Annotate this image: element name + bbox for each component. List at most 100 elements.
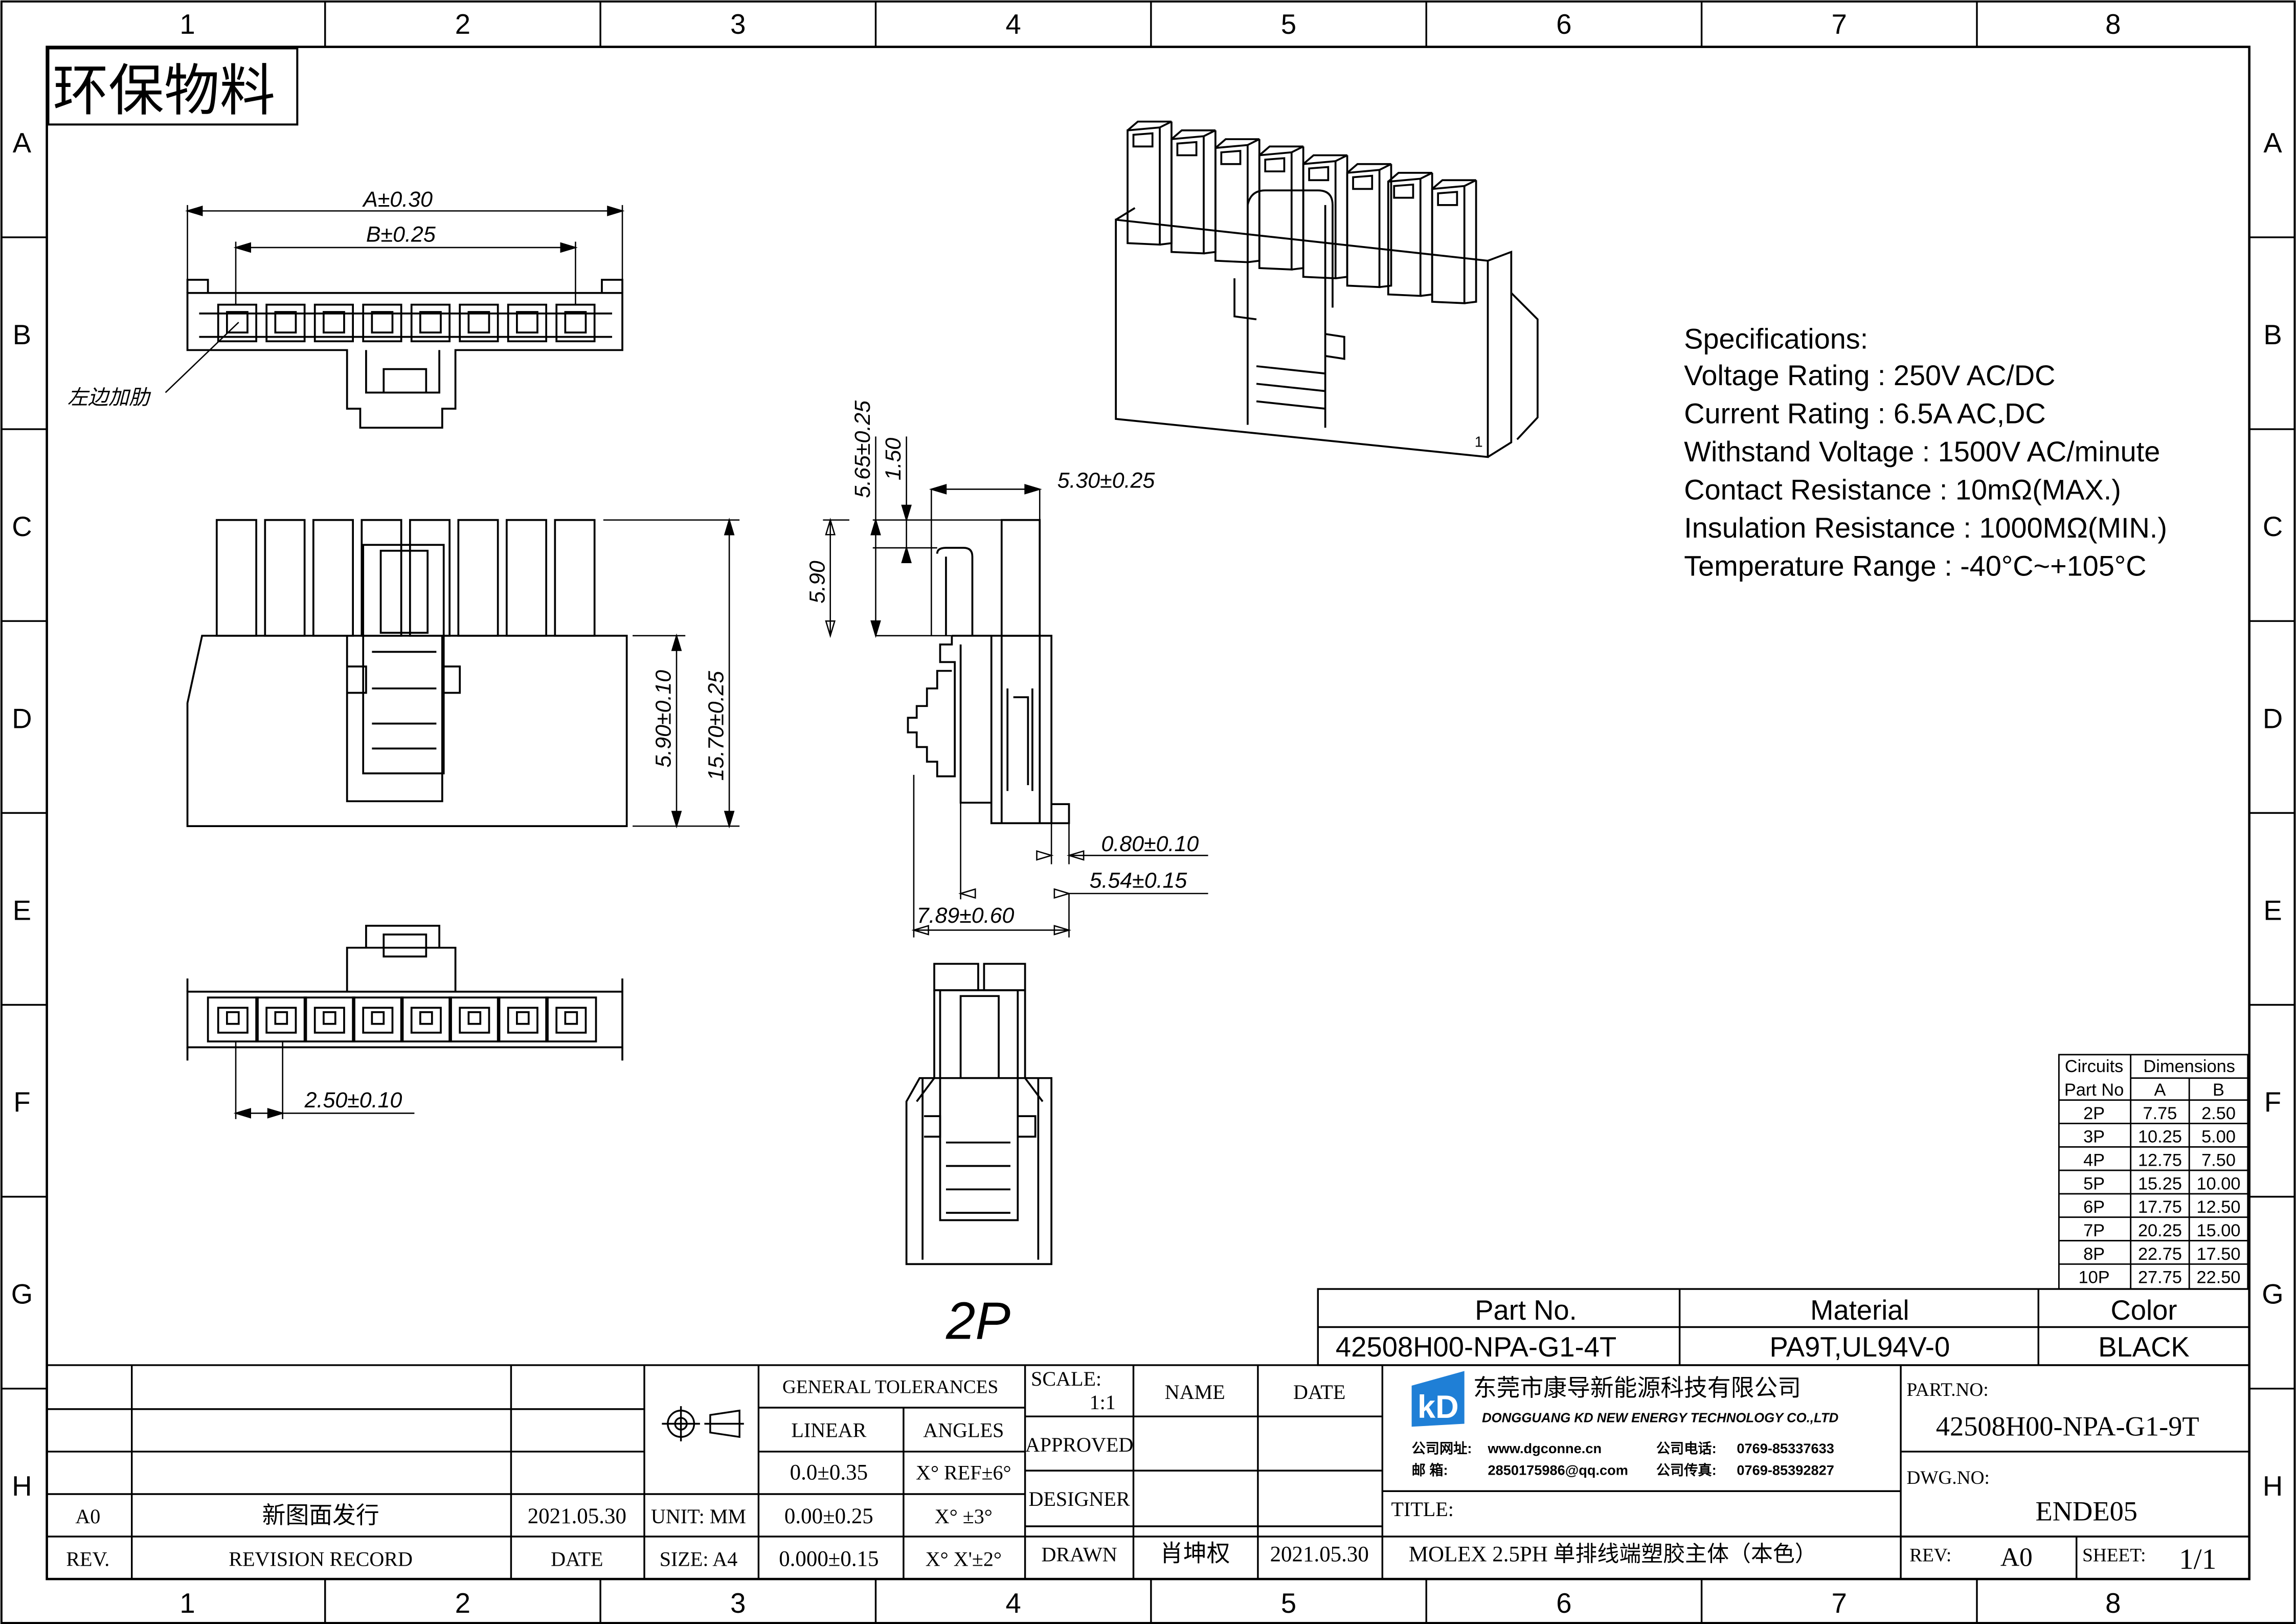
part-no-title-value: 42508H00-NPA-G1-9T (1936, 1411, 2199, 1441)
tolerance-angle-3: X° X'±2° (926, 1547, 1002, 1570)
ct-cell: 3P (2083, 1127, 2105, 1147)
sheet-value: 1/1 (2179, 1543, 2216, 1575)
circuit-dimension-table: Circuits Part No Dimensions A B 2P 7.75 … (2058, 1054, 2249, 1290)
ct-header-partno: Part No (2064, 1080, 2124, 1100)
ct-cell: 27.75 (2138, 1268, 2182, 1287)
rev-header: REV. (66, 1547, 109, 1570)
dim-150: 1.50 (881, 438, 906, 481)
pin-one-marker: 1 (1475, 434, 1483, 450)
ct-cell: 15.25 (2138, 1174, 2182, 1193)
row-label-right-e: E (2263, 895, 2282, 926)
color-value: BLACK (2098, 1331, 2189, 1363)
dim-554: 5.54±0.15 (1090, 868, 1187, 893)
ct-cell: 22.50 (2197, 1268, 2241, 1287)
row-label-left-c: C (12, 511, 32, 542)
ct-cell: 7.75 (2143, 1104, 2177, 1123)
side-elevation-view (186, 519, 628, 827)
dim-789: 7.89±0.60 (917, 903, 1015, 928)
email-label: 邮 箱: (1412, 1462, 1448, 1478)
view-label-2p: 2P (946, 1291, 1010, 1350)
row-label-left-f: F (13, 1087, 30, 1118)
general-tolerances-label: GENERAL TOLERANCES (782, 1376, 998, 1397)
col-label-top-5: 5 (1281, 9, 1296, 40)
col-label-top-2: 2 (455, 9, 470, 40)
left-rib-note: 左边加肋 (67, 386, 151, 409)
svg-text:kD: kD (1417, 1389, 1459, 1425)
fax-value: 0769-85392827 (1737, 1462, 1834, 1478)
ct-cell: 20.25 (2138, 1221, 2182, 1240)
unit-label: UNIT: MM (651, 1505, 746, 1528)
ct-cell: 15.00 (2197, 1221, 2241, 1240)
linear-label: LINEAR (791, 1418, 866, 1441)
two-pin-view (905, 963, 1052, 1265)
dim-530: 5.30±0.25 (1057, 469, 1155, 493)
dim-080: 0.80±0.10 (1101, 832, 1199, 856)
date-column-header: DATE (1293, 1381, 1345, 1404)
ct-cell: 5P (2083, 1174, 2105, 1193)
ct-cell: 12.50 (2197, 1197, 2241, 1217)
scale-value: 1:1 (1090, 1391, 1116, 1414)
ct-cell: 7P (2083, 1221, 2105, 1240)
col-label-bottom-4: 4 (1006, 1588, 1021, 1619)
title-label: TITLE: (1391, 1498, 1454, 1521)
drawn-by-name: 肖坤权 (1160, 1541, 1230, 1567)
dwg-no-header: DWG.NO: (1907, 1467, 1990, 1488)
ct-cell: 4P (2083, 1151, 2105, 1170)
company-name-cn: 东莞市康导新能源科技有限公司 (1473, 1375, 1801, 1401)
tolerance-angle-1: X° REF±6° (916, 1461, 1011, 1484)
sheet-label: SHEET: (2082, 1545, 2146, 1566)
col-label-top-8: 8 (2105, 9, 2121, 40)
ct-header-a: A (2154, 1080, 2166, 1100)
front-face-view (186, 279, 623, 429)
ct-header-circuits: Circuits (2065, 1057, 2124, 1076)
col-label-top-4: 4 (1006, 9, 1021, 40)
tolerance-angle-2: X° ±3° (935, 1505, 993, 1528)
company-name-en: DONGGUANG KD NEW ENERGY TECHNOLOGY CO.,L… (1482, 1411, 1838, 1426)
col-label-bottom-3: 3 (730, 1588, 746, 1619)
part-no-label: Part No. (1475, 1295, 1577, 1326)
dim-height-590: 5.90±0.10 (651, 670, 676, 768)
dim-565: 5.65±0.25 (850, 401, 875, 498)
col-label-bottom-5: 5 (1281, 1588, 1296, 1619)
color-label: Color (2110, 1295, 2177, 1326)
ct-cell: 22.75 (2138, 1244, 2182, 1264)
col-label-top-6: 6 (1556, 9, 1571, 40)
ct-cell: 2.50 (2201, 1104, 2236, 1123)
dim-a-tolerance: A±0.30 (362, 187, 433, 212)
designer-label: DESIGNER (1028, 1487, 1130, 1510)
dim-pitch: 2.50±0.10 (304, 1088, 402, 1113)
row-label-left-a: A (13, 127, 32, 159)
col-label-top-7: 7 (1832, 9, 1847, 40)
ct-cell: 17.50 (2197, 1244, 2241, 1264)
date-header: DATE (551, 1547, 603, 1570)
row-label-right-d: D (2263, 703, 2283, 734)
revision-date-value: 2021.05.30 (528, 1504, 626, 1528)
ct-cell: 10P (2079, 1268, 2110, 1287)
rev-value: A0 (75, 1505, 100, 1528)
spec-withstand: Withstand Voltage : 1500V AC/minute (1684, 435, 2160, 468)
website-value: www.dgconne.cn (1488, 1440, 1602, 1456)
part-material-block: Part No. Material Color 42508H00-NPA-G1-… (1317, 1288, 2250, 1366)
ct-cell: 8P (2083, 1244, 2105, 1264)
material-value: PA9T,UL94V-0 (1769, 1331, 1950, 1363)
ct-cell: 12.75 (2138, 1151, 2182, 1170)
col-label-bottom-2: 2 (455, 1588, 470, 1619)
spec-heading: Specifications: (1684, 323, 1868, 355)
spec-voltage: Voltage Rating : 250V AC/DC (1684, 359, 2055, 391)
dim-b-tolerance: B±0.25 (366, 223, 436, 247)
website-label: 公司网址: (1412, 1440, 1472, 1456)
approved-label: APPROVED (1025, 1433, 1134, 1456)
phone-label: 公司电话: (1656, 1440, 1717, 1456)
scale-label: SCALE: (1031, 1367, 1101, 1390)
ct-cell: 17.75 (2138, 1197, 2182, 1217)
size-label: SIZE: A4 (660, 1547, 738, 1570)
col-label-top-1: 1 (179, 9, 195, 40)
row-label-right-c: C (2263, 511, 2283, 542)
company-logo-icon: kD (1411, 1371, 1465, 1427)
spec-contact: Contact Resistance : 10mΩ(MAX.) (1684, 474, 2121, 506)
col-label-bottom-7: 7 (1832, 1588, 1847, 1619)
drawing-title: MOLEX 2.5PH 单排线端塑胶主体（本色） (1409, 1542, 1817, 1567)
ct-cell: 7.50 (2201, 1151, 2236, 1170)
drawn-date: 2021.05.30 (1270, 1543, 1369, 1567)
